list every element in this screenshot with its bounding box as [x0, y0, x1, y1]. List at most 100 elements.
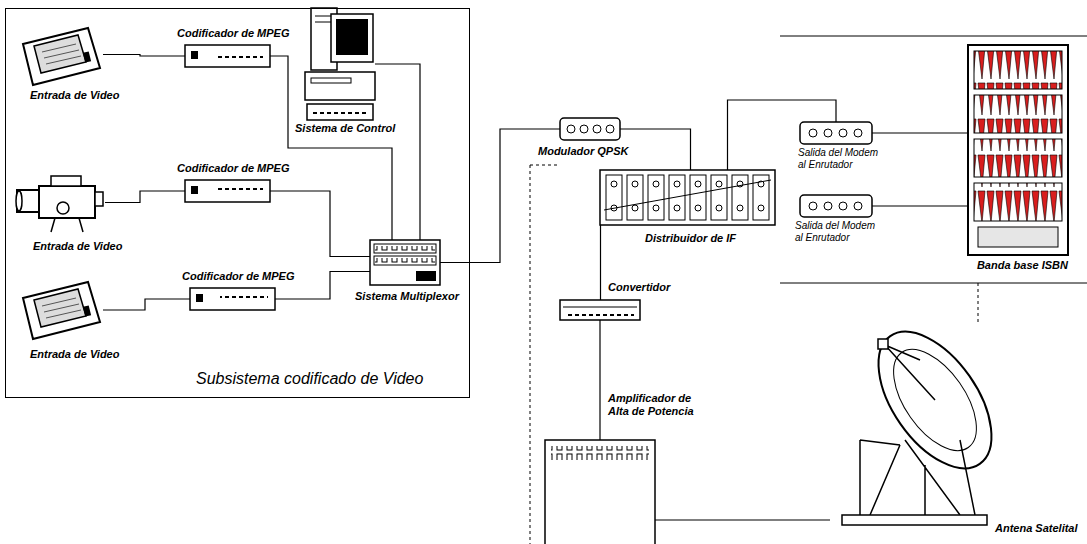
video-monitor-icon	[23, 28, 100, 85]
mpeg-encoder-icon	[190, 288, 275, 310]
pc-screen	[336, 19, 368, 55]
monitor-screen	[34, 35, 86, 73]
mpeg-encoder: Codificador de MPEG	[190, 288, 275, 310]
keyboard-keys	[311, 108, 369, 116]
encoder-box	[185, 180, 270, 202]
distributor-slot	[711, 175, 727, 220]
modem-jack	[580, 125, 588, 133]
modem-jack	[839, 129, 847, 137]
encoder-led	[191, 51, 198, 59]
node-label: Codificador de MPEG	[177, 27, 289, 40]
mpeg-encoder: Codificador de MPEG	[185, 180, 270, 202]
encoder-dashes	[215, 188, 263, 194]
multiplexer-icon	[370, 240, 440, 285]
satellite-dish-icon	[842, 312, 1014, 525]
subsystem-frame: Entrada de VideoCodificador de MPEGSiste…	[5, 8, 470, 398]
screen-lines	[42, 298, 81, 318]
camera-stand	[51, 218, 83, 232]
dashed-boundary	[978, 283, 979, 322]
rack-panel	[974, 183, 1062, 221]
connector	[375, 64, 420, 240]
amplifier-box	[545, 440, 655, 544]
mpeg-encoder-icon	[185, 180, 270, 202]
node-label: Entrada de Video	[33, 240, 122, 253]
feed-horn	[878, 339, 888, 349]
amplifier-icon	[545, 440, 655, 544]
slot-jack	[653, 181, 659, 187]
modem-output: Salida del Modem al Enrutador	[800, 195, 872, 217]
encoder-led	[191, 186, 198, 194]
modem-box	[560, 118, 620, 140]
distributor-slot	[690, 175, 706, 220]
dish-reflector	[856, 312, 1014, 488]
encoder-led	[196, 294, 203, 302]
monitor-screen	[34, 289, 86, 327]
dish-mast	[860, 440, 900, 515]
modem-jack	[593, 125, 601, 133]
modem-jack	[839, 202, 847, 210]
modem-box	[800, 122, 872, 144]
rack-blank	[978, 227, 1058, 247]
multiplexer: Sistema Multiplexor	[370, 240, 440, 285]
node-label: Sistema Multiplexor	[355, 290, 459, 303]
connector	[872, 132, 968, 133]
amplifier-display	[551, 446, 649, 460]
modem-jack	[854, 129, 862, 137]
node-label: Codificador de MPEG	[182, 270, 294, 283]
qpsk-modulator: Modulador QPSK	[560, 118, 620, 140]
mux-row	[374, 256, 436, 265]
slot-jack	[695, 205, 701, 211]
satellite-antenna: Antena Satelital	[830, 325, 1010, 540]
node-label: Antena Satelital	[995, 522, 1078, 535]
distributor-cable	[604, 180, 771, 210]
rack-icon	[968, 45, 1068, 255]
slot-jack	[737, 205, 743, 211]
distributor-box	[600, 170, 775, 225]
connector	[270, 56, 392, 240]
converter-line	[563, 307, 637, 308]
node-label: Subsistema codificado de Video	[196, 369, 423, 388]
connector	[270, 191, 370, 257]
node-label: Distribuidor de IF	[645, 232, 736, 245]
slot-jack	[632, 181, 638, 187]
connector	[872, 205, 968, 206]
modem-jack	[809, 129, 817, 137]
distributor-slot	[606, 175, 622, 220]
monitor-knob	[83, 305, 91, 316]
slot-jack	[674, 181, 680, 187]
encoder-dashes	[215, 53, 263, 59]
slot-jack	[758, 205, 764, 211]
control-system: Sistema de Control	[305, 8, 375, 120]
mux-box	[370, 240, 440, 285]
connector	[103, 299, 190, 310]
pc-monitor	[331, 14, 373, 62]
distributor-slot	[648, 175, 664, 220]
viewfinder	[95, 192, 103, 206]
modem-jack	[824, 129, 832, 137]
camera-lens	[17, 190, 39, 212]
monitor-knob	[83, 51, 91, 62]
modem-output: Salida del Modem al Enrutador	[800, 122, 872, 144]
connector	[620, 129, 691, 170]
connector	[599, 320, 600, 440]
node-label: Entrada de Video	[30, 348, 119, 361]
video-input: Entrada de Video	[18, 22, 103, 87]
modem-jack	[824, 202, 832, 210]
node-label: Codificador de MPEG	[177, 162, 289, 175]
node-label: Banda base ISBN	[923, 259, 1068, 272]
rack-panel	[974, 95, 1062, 133]
converter-icon	[560, 300, 640, 320]
modem-box	[800, 195, 872, 217]
frame-line	[780, 283, 1087, 284]
node-label: Convertidor	[608, 281, 670, 294]
modem-jack	[809, 202, 817, 210]
modem-jack	[567, 125, 575, 133]
video-input: Entrada de Video	[18, 276, 103, 344]
modem-jack	[854, 202, 862, 210]
connector	[655, 519, 830, 520]
encoder-dashes	[220, 296, 268, 302]
distributor-slot	[627, 175, 643, 220]
